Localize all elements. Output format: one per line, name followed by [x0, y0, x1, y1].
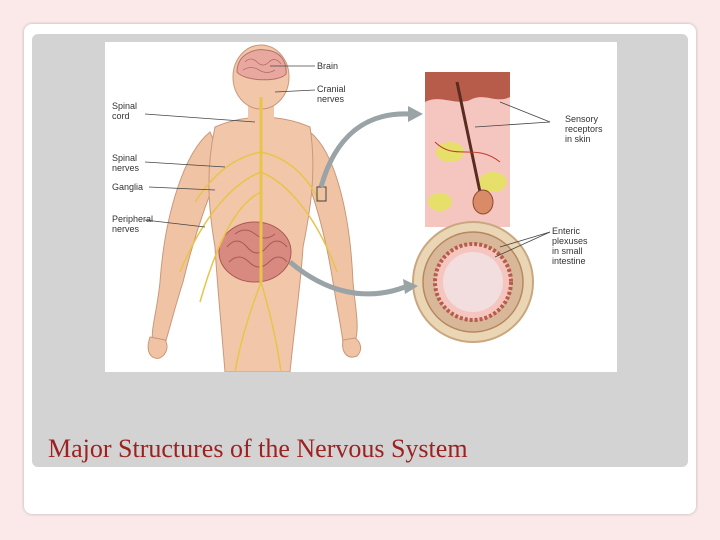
label-spinal-cord-2: cord	[112, 111, 130, 121]
label-sensory-receptors-2: receptors	[565, 124, 603, 134]
slide-title: Major Structures of the Nervous System	[48, 434, 468, 463]
label-cranial-nerves-2: nerves	[317, 94, 345, 104]
label-cranial-nerves-1: Cranial	[317, 84, 346, 94]
label-spinal-nerves-2: nerves	[112, 163, 140, 173]
label-ganglia: Ganglia	[112, 182, 143, 192]
skin-cross-section	[425, 72, 510, 227]
human-body	[147, 44, 362, 372]
intestine-cross-section	[412, 221, 534, 343]
figure-labels: Brain Cranial nerves Spinal cord Spinal …	[112, 61, 603, 266]
label-enteric-plexuses-1: Enteric	[552, 226, 581, 236]
label-peripheral-nerves-1: Peripheral	[112, 214, 153, 224]
label-peripheral-nerves-2: nerves	[112, 224, 140, 234]
label-spinal-nerves-1: Spinal	[112, 153, 137, 163]
leader-lines	[144, 65, 551, 258]
label-enteric-plexuses-2: plexuses	[552, 236, 588, 246]
nervous-system-illustration: Brain Cranial nerves Spinal cord Spinal …	[105, 42, 617, 372]
label-enteric-plexuses-4: intestine	[552, 256, 586, 266]
label-sensory-receptors-3: in skin	[565, 134, 591, 144]
connector-arrows	[288, 106, 423, 297]
label-enteric-plexuses-3: in small	[552, 246, 583, 256]
label-sensory-receptors-1: Sensory	[565, 114, 599, 124]
label-brain: Brain	[317, 61, 338, 71]
label-spinal-cord-1: Spinal	[112, 101, 137, 111]
